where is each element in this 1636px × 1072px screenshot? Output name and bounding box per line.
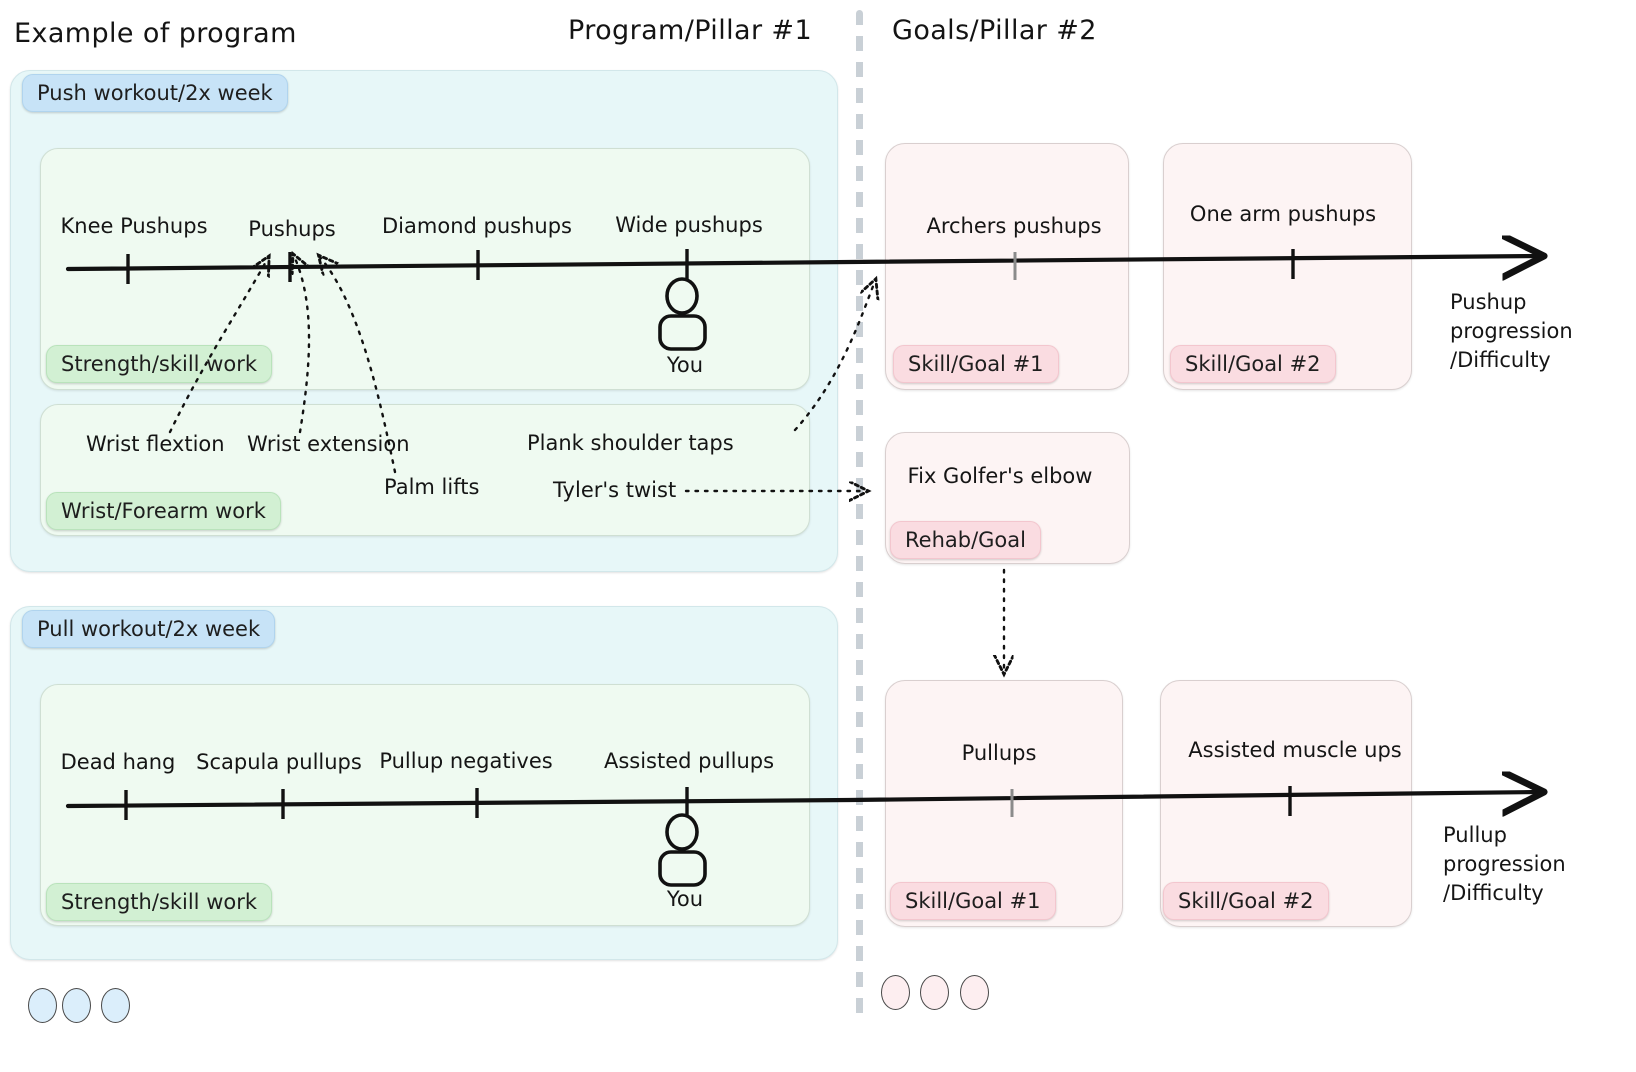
push-timeline-label-3: Wide pushups xyxy=(615,213,763,237)
goal-badge-3: Skill/Goal #2 xyxy=(1163,882,1329,920)
push-timeline-label-1: Pushups xyxy=(248,217,336,241)
pull-you-label: You xyxy=(666,887,704,911)
header-program-pillar-1: Program/Pillar #1 xyxy=(568,15,813,46)
push-axis-note-line-2: /Difficulty xyxy=(1450,348,1551,372)
goal-badge-2: Skill/Goal #1 xyxy=(890,882,1056,920)
page-dot-right-2[interactable] xyxy=(920,975,949,1010)
pull-timeline-label-0: Dead hang xyxy=(60,750,176,774)
goal-badge-0: Skill/Goal #1 xyxy=(893,345,1059,383)
push-workout-badge: Push workout/2x week xyxy=(22,74,288,112)
header-example-of-program: Example of program xyxy=(14,18,297,49)
goal-title-rehab: Fix Golfer's elbow xyxy=(907,464,1093,488)
pillar-divider xyxy=(856,10,863,1020)
goal-badge-rehab: Rehab/Goal xyxy=(890,521,1041,559)
page-dot-left-2[interactable] xyxy=(62,988,91,1023)
page-dot-right-1[interactable] xyxy=(881,975,910,1010)
goal-badge-1: Skill/Goal #2 xyxy=(1170,345,1336,383)
pull-axis-note-line-0: Pullup xyxy=(1443,823,1507,847)
pull-timeline-label-1: Scapula pullups xyxy=(196,750,362,774)
pull-strength-badge: Strength/skill work xyxy=(46,883,273,921)
wrist-item-1: Wrist extension xyxy=(247,432,410,456)
pull-timeline-label-3: Assisted pullups xyxy=(603,749,775,773)
goal-title-1: One arm pushups xyxy=(1189,202,1377,226)
push-wrist-badge: Wrist/Forearm work xyxy=(46,492,281,530)
pull-timeline-label-2: Pullup negatives xyxy=(379,749,553,773)
pull-axis-note-line-1: progression xyxy=(1443,852,1566,876)
goal-title-0: Archers pushups xyxy=(926,214,1102,238)
pull-axis-note: Pullup progression /Difficulty xyxy=(1443,821,1566,908)
wrist-item-2: Palm lifts xyxy=(384,475,480,499)
push-axis-note-line-1: progression xyxy=(1450,319,1573,343)
wrist-item-3: Plank shoulder taps xyxy=(527,431,734,455)
goal-title-2: Pullups xyxy=(961,741,1037,765)
wrist-item-4: Tyler's twist xyxy=(553,478,677,502)
pull-axis-note-line-2: /Difficulty xyxy=(1443,881,1544,905)
page-dot-right-3[interactable] xyxy=(960,975,989,1010)
goal-title-3: Assisted muscle ups xyxy=(1188,738,1402,762)
wrist-item-0: Wrist flextion xyxy=(86,432,225,456)
header-goals-pillar-2: Goals/Pillar #2 xyxy=(892,15,1097,46)
push-timeline-label-2: Diamond pushups xyxy=(382,214,572,238)
push-timeline-label-0: Knee Pushups xyxy=(60,214,208,238)
push-axis-note: Pushup progression /Difficulty xyxy=(1450,288,1573,375)
push-you-label: You xyxy=(666,353,704,377)
push-axis-note-line-0: Pushup xyxy=(1450,290,1527,314)
page-dot-left-1[interactable] xyxy=(28,988,57,1023)
pull-workout-badge: Pull workout/2x week xyxy=(22,610,276,648)
page-dot-left-3[interactable] xyxy=(101,988,130,1023)
push-strength-badge: Strength/skill work xyxy=(46,345,273,383)
